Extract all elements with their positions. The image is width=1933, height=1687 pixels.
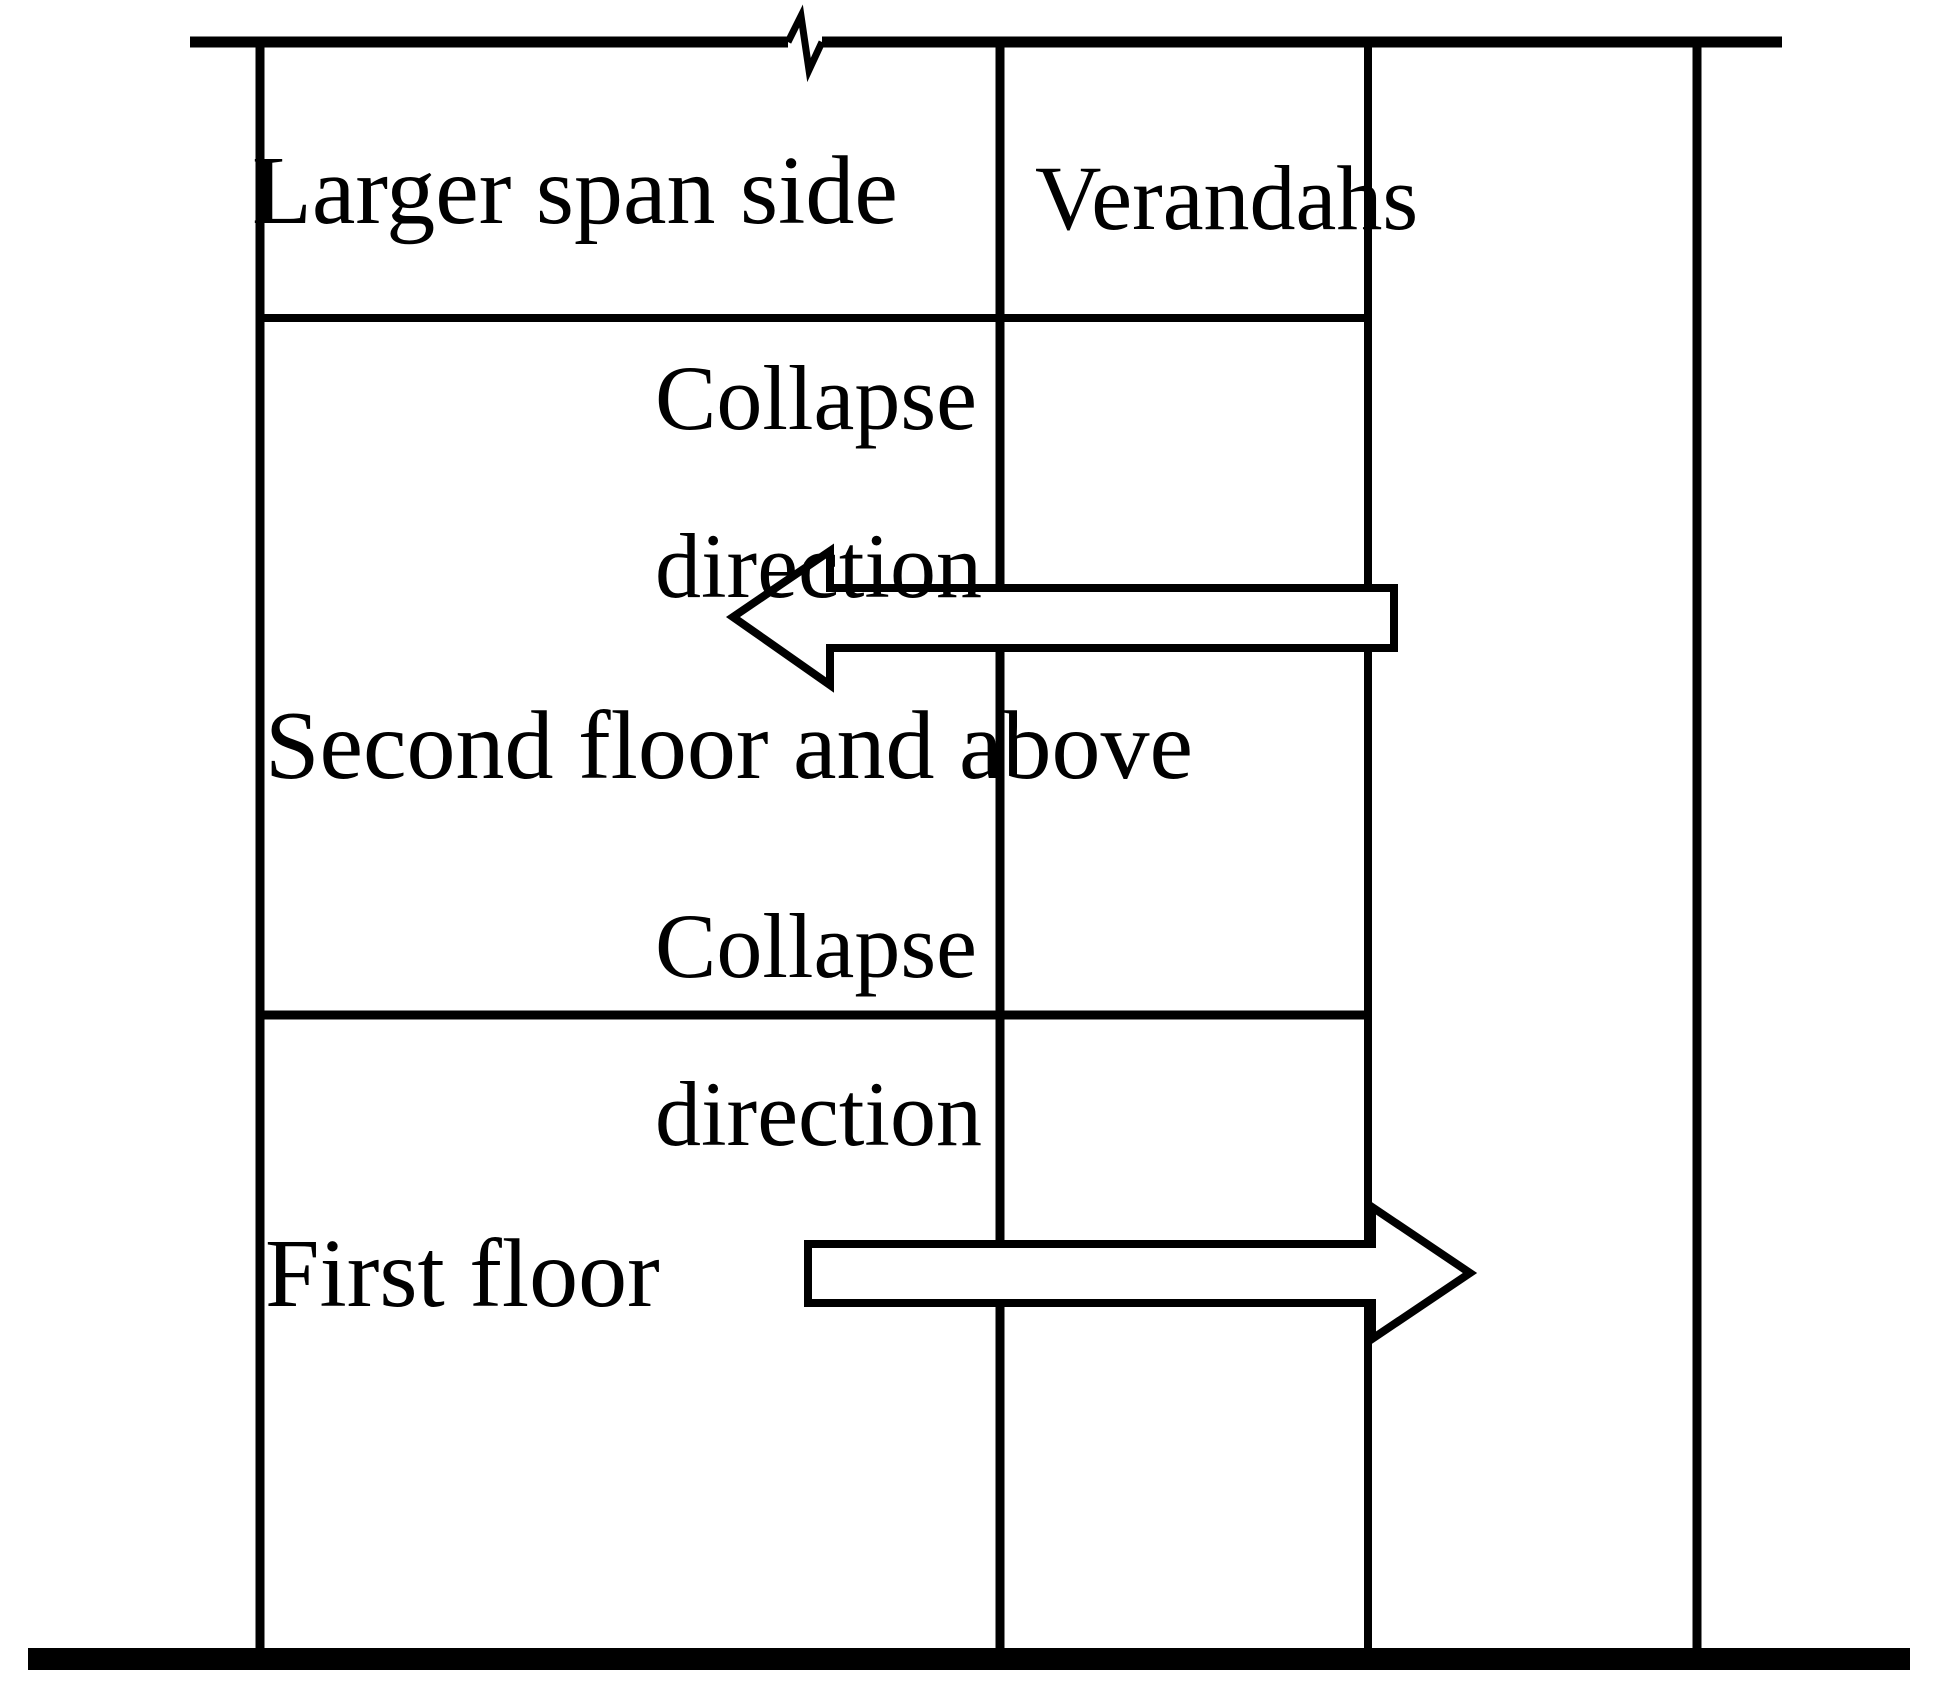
- label-verandahs: Verandahs: [1035, 147, 1419, 249]
- label-direction-upper: direction: [655, 515, 982, 617]
- label-second-floor-and-above: Second floor and above: [265, 692, 1193, 800]
- label-collapse-lower: Collapse: [655, 895, 977, 997]
- label-collapse-upper: Collapse: [655, 347, 977, 449]
- lower-collapse-arrow-icon: [804, 1199, 1478, 1347]
- upper-collapse-arrow-icon: [725, 543, 1398, 693]
- label-larger-span-side: Larger span side: [252, 137, 898, 245]
- label-direction-lower: direction: [655, 1063, 982, 1165]
- label-first-floor: First floor: [265, 1220, 660, 1328]
- break-line-symbol: [784, 4, 826, 83]
- roof-line-group: [190, 4, 1782, 83]
